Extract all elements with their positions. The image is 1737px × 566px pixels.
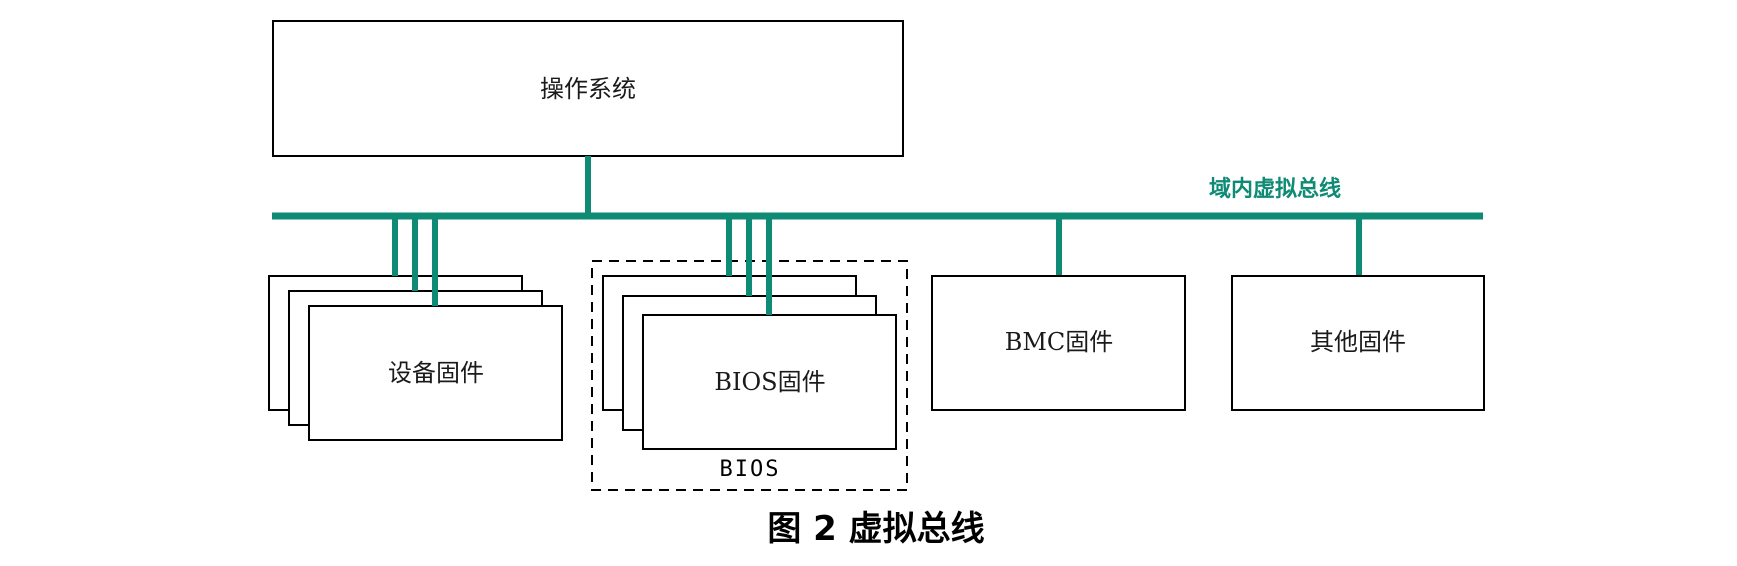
bmc-firmware-box bbox=[931, 275, 1186, 411]
os-node: 操作系统 bbox=[272, 20, 904, 157]
os-label: 操作系统 bbox=[540, 75, 636, 103]
device-firmware-stack: 设备固件 bbox=[268, 216, 563, 441]
os-box bbox=[272, 20, 904, 157]
bus-label: 域内虚拟总线 bbox=[1209, 176, 1341, 202]
device-firmware-box-front bbox=[308, 305, 563, 441]
device-firmware-label: 设备固件 bbox=[388, 359, 484, 387]
other-firmware-label: 其他固件 bbox=[1310, 328, 1406, 356]
bios-firmware-label: BIOS固件 bbox=[714, 368, 825, 396]
bios-group: BIOS固件 BIOS bbox=[591, 216, 908, 491]
bmc-firmware-label: BMC固件 bbox=[1005, 328, 1114, 356]
other-firmware-node: 其他固件 bbox=[1231, 216, 1485, 411]
figure-caption: 图 2 虚拟总线 bbox=[767, 509, 984, 549]
bmc-firmware-node: BMC固件 bbox=[931, 216, 1186, 411]
other-firmware-box bbox=[1231, 275, 1485, 411]
bios-group-label: BIOS bbox=[720, 457, 781, 482]
bios-firmware-box-front bbox=[642, 314, 897, 450]
virtual-bus: 域内虚拟总线 bbox=[272, 176, 1483, 220]
